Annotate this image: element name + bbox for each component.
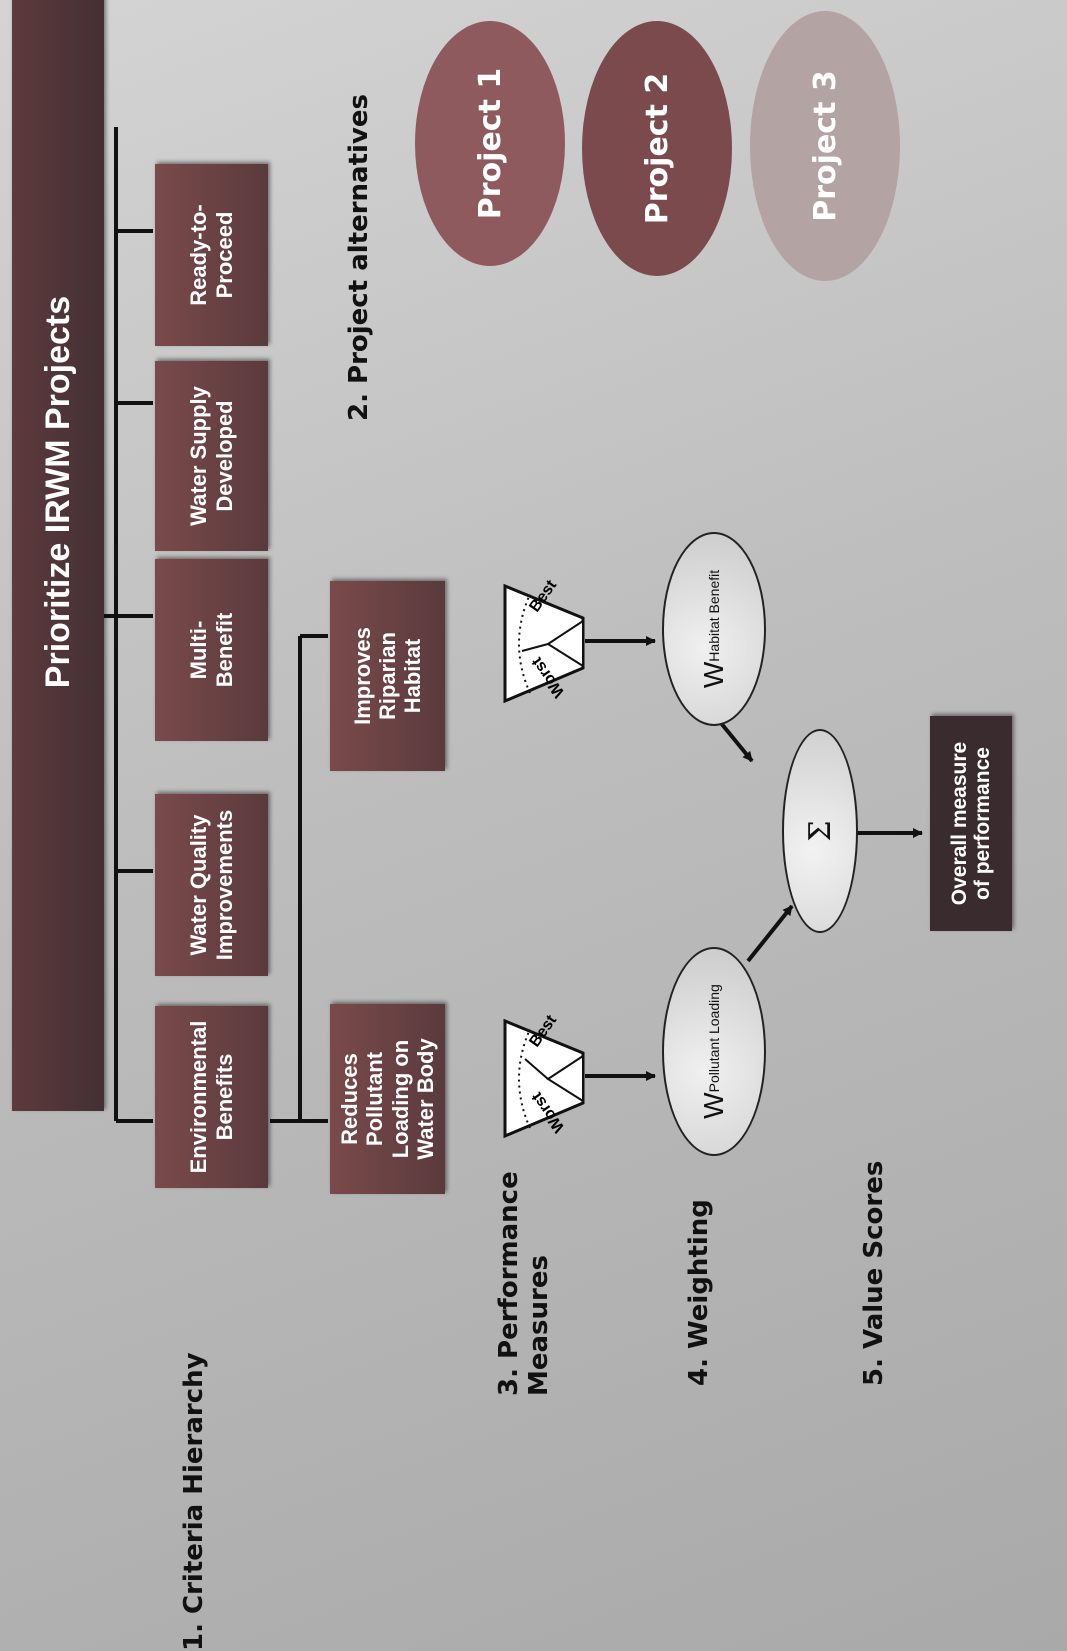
project-3: Project 3 bbox=[750, 11, 900, 281]
criterion-multi-benefit: Multi- Benefit bbox=[155, 559, 268, 741]
weight-subscript: Pollutant Loading bbox=[706, 984, 722, 1093]
criterion-ready-to-proceed: Ready-to- Proceed bbox=[155, 164, 268, 346]
criterion-water-supply: Water Supply Developed bbox=[155, 361, 268, 551]
overall-performance-box: Overall measure of performance bbox=[930, 716, 1012, 931]
gauge-icon: Worst Best bbox=[503, 577, 585, 704]
subcriterion-pollutant-loading: Reduces Pollutant Loading on Water Body bbox=[330, 1004, 445, 1194]
step-weighting: 4. Weighting bbox=[684, 1199, 714, 1386]
project-2: Project 2 bbox=[582, 21, 732, 276]
weight-letter: W bbox=[698, 661, 729, 689]
step-performance-measures: 3. Performance Measures bbox=[494, 1171, 554, 1396]
weight-subscript: Habitat Benefit bbox=[706, 569, 722, 662]
weight-letter: W bbox=[698, 1092, 729, 1119]
criterion-water-quality: Water Quality Improvements bbox=[155, 794, 268, 976]
step-value-scores: 5. Value Scores bbox=[859, 1160, 889, 1386]
step-project-alternatives: 2. Project alternatives bbox=[344, 94, 374, 421]
project-1: Project 1 bbox=[415, 21, 565, 266]
criterion-environmental-benefits: Environmental Benefits bbox=[155, 1006, 268, 1188]
subcriterion-riparian-habitat: Improves Riparian Habitat bbox=[330, 581, 445, 771]
page-title: Prioritize IRWM Projects bbox=[12, 0, 104, 1111]
step-criteria-hierarchy: 1. Criteria Hierarchy bbox=[179, 1352, 209, 1651]
sum-node: Σ bbox=[782, 729, 858, 933]
gauge-icon: Worst Best bbox=[503, 1012, 585, 1139]
